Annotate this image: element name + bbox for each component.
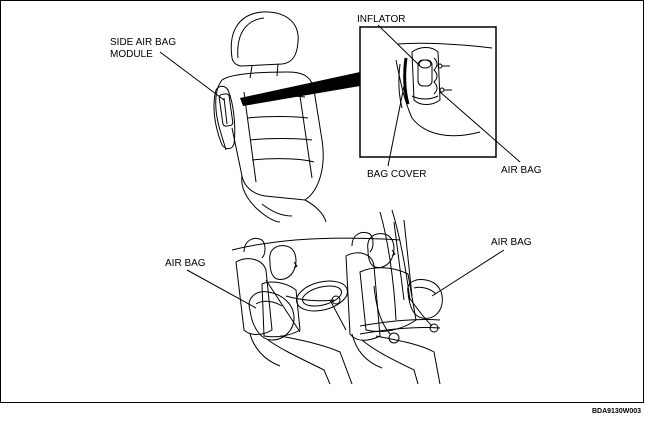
bag-cover-leader [387, 85, 405, 167]
side-air-bag-module-leader [159, 51, 225, 101]
diagram-border [0, 0, 644, 403]
air-bag-detail-leader [439, 91, 521, 163]
side-air-bag-module-label-line1: SIDE AIR BAG [110, 37, 176, 48]
inflator-leader [377, 24, 421, 67]
detail-callout-beam [240, 72, 360, 106]
bag-cover-label: BAG COVER [367, 169, 426, 180]
occupant-illustration [231, 209, 443, 385]
air-bag-passenger-label: AIR BAG [491, 237, 532, 248]
figure-code: BDA9130W003 [592, 408, 641, 415]
air-bag-passenger-leader [431, 249, 505, 297]
detail-illustration [395, 42, 493, 137]
air-bag-driver-label: AIR BAG [165, 258, 206, 269]
seat-illustration [213, 11, 327, 223]
inflator-label: INFLATOR [357, 14, 406, 25]
air-bag-driver-leader [186, 269, 257, 309]
side-air-bag-module-label-line2: MODULE [110, 49, 153, 60]
detail-box [359, 26, 497, 158]
air-bag-detail-label: AIR BAG [501, 165, 542, 176]
